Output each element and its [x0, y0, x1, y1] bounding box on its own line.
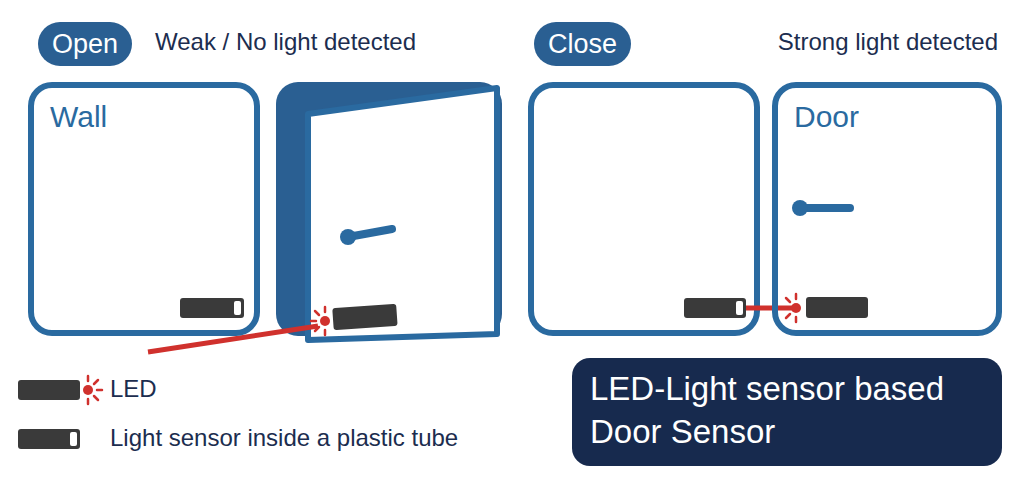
led-body: [332, 304, 397, 330]
state-description: Weak / No light detected: [155, 28, 416, 56]
light-sensor: [180, 298, 244, 318]
state-description: Strong light detected: [778, 28, 998, 56]
wall-box: Wall: [28, 82, 260, 336]
legend-led-glow: [83, 376, 102, 404]
led-light: [782, 294, 801, 322]
light-sensor: [684, 298, 746, 318]
led-light: [311, 307, 330, 335]
sensor-tube-end: [736, 301, 743, 315]
title-banner: LED-Light sensor based Door Sensor: [572, 358, 1002, 466]
legend-text: Light sensor inside a plastic tube: [110, 424, 458, 451]
part-name: Door: [794, 100, 980, 134]
door-handle-knob: [792, 200, 808, 216]
legend-sensor-tube-end: [70, 432, 77, 446]
legend-item: Light sensor inside a plastic tube: [110, 424, 458, 452]
legend-sensor-sample: [18, 429, 80, 449]
open-door: [308, 88, 497, 340]
door-box: Door: [772, 82, 1002, 336]
light-beam: [148, 326, 318, 352]
legend-text: LED: [110, 375, 157, 402]
legend-item: LED: [110, 375, 157, 403]
state-label: Open: [52, 29, 118, 60]
wall-panel: [531, 85, 757, 333]
led-unit: [332, 304, 397, 330]
state-badge: Close: [534, 22, 631, 66]
legend-led-sample: [18, 380, 80, 400]
part-name: Wall: [50, 100, 238, 134]
sensor-tube-end: [234, 301, 241, 315]
door-handle-knob: [340, 229, 356, 245]
state-label: Close: [548, 29, 617, 60]
led-body: [806, 297, 868, 318]
state-badge: Open: [38, 22, 132, 66]
